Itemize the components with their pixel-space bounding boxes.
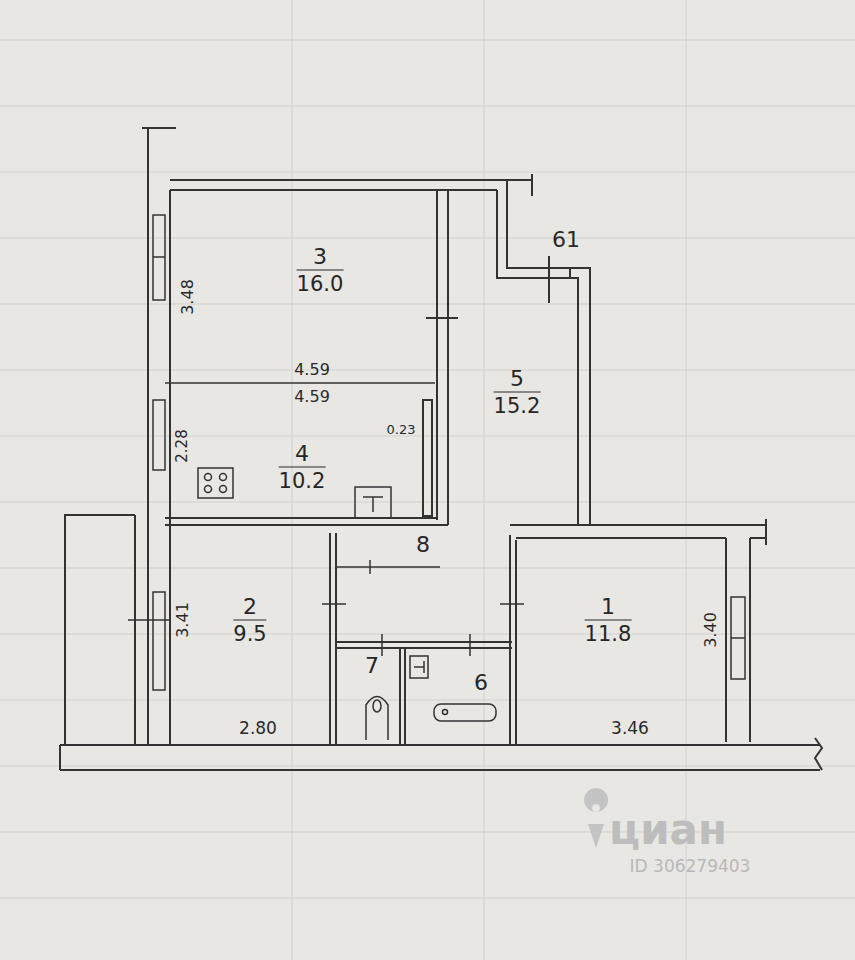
dimension: 3.40 bbox=[702, 612, 720, 648]
room-number: 3 bbox=[297, 245, 344, 271]
dimension: 4.59 bbox=[294, 388, 330, 406]
room: 6 bbox=[465, 669, 497, 698]
watermark-id: ID 306279403 bbox=[630, 857, 751, 876]
room: 316.0 bbox=[293, 243, 348, 298]
room-number: 2 bbox=[233, 595, 266, 621]
dimension: 2.28 bbox=[174, 429, 191, 462]
room-number: 8 bbox=[411, 533, 435, 558]
room-number: 4 bbox=[279, 442, 326, 468]
room-area: 10.2 bbox=[279, 468, 326, 493]
room-number: 7 bbox=[360, 654, 384, 679]
dimension: 3.41 bbox=[174, 602, 192, 638]
fixtures bbox=[198, 468, 496, 740]
room: 29.5 bbox=[229, 593, 270, 648]
dimension: 0.23 bbox=[387, 423, 416, 437]
dimension: 3.48 bbox=[179, 279, 197, 315]
room-area: 11.8 bbox=[585, 621, 632, 646]
room: 515.2 bbox=[490, 365, 545, 420]
room-area: 15.2 bbox=[494, 393, 541, 418]
windows bbox=[128, 215, 745, 690]
watermark: циан bbox=[609, 807, 727, 853]
dimension: 4.59 bbox=[294, 361, 330, 379]
watermark-logo bbox=[584, 788, 608, 848]
room: 111.8 bbox=[581, 593, 636, 648]
room-number: 1 bbox=[585, 595, 632, 621]
room-number: 5 bbox=[494, 367, 541, 393]
dimension: 3.46 bbox=[611, 719, 649, 738]
room-area: 9.5 bbox=[233, 621, 266, 646]
dimension: 2.80 bbox=[239, 719, 277, 738]
room: 8 bbox=[407, 531, 439, 560]
walls bbox=[60, 128, 822, 770]
balcony-mark: 61 bbox=[552, 228, 580, 252]
room-area: 16.0 bbox=[297, 271, 344, 296]
room: 410.2 bbox=[275, 440, 330, 495]
room-number: 6 bbox=[469, 671, 493, 696]
room: 7 bbox=[356, 652, 388, 681]
